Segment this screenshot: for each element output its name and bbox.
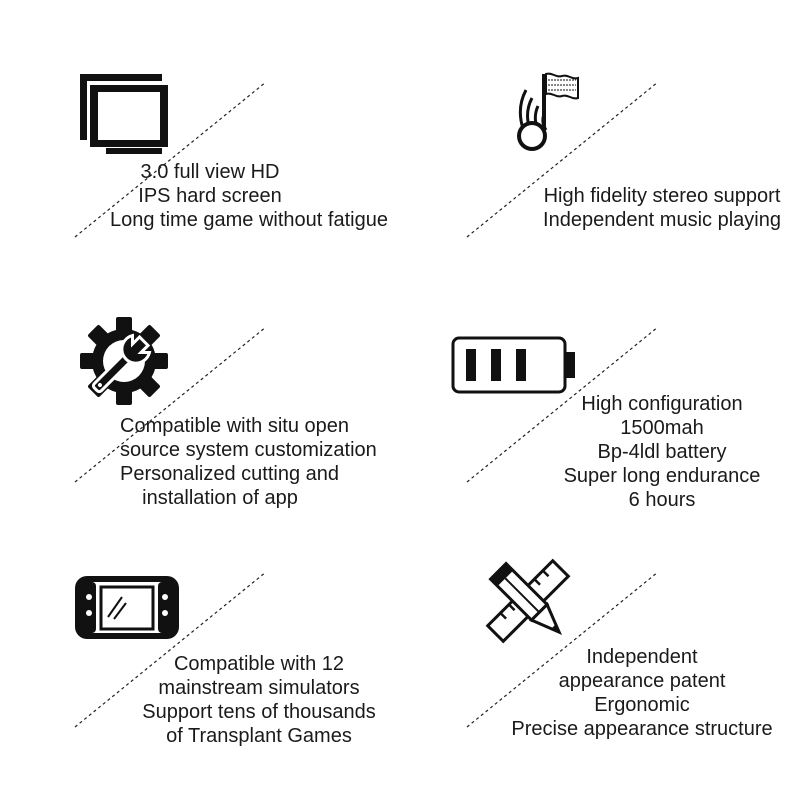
feature-text: High fidelity stereo support Independent… <box>522 184 800 232</box>
feature-text: Independent appearance patent Ergonomic … <box>502 645 782 741</box>
feature-line: Support tens of thousands <box>142 701 376 723</box>
feature-line: Long time game without fatigue <box>110 209 388 231</box>
monitor-icon <box>80 74 168 154</box>
feature-line: IPS hard screen <box>138 185 282 207</box>
feature-line: of Transplant Games <box>166 725 352 747</box>
feature-line: Personalized cutting and <box>120 463 340 485</box>
feature-line: High configuration <box>581 393 743 415</box>
feature-screen: 3.0 full view HD IPS hard screen Long ti… <box>0 60 400 320</box>
feature-simulators: Compatible with 12 mainstream simulators… <box>0 545 400 805</box>
feature-line: High fidelity stereo support <box>543 185 781 207</box>
handheld-console-icon <box>75 576 179 639</box>
feature-text: 3.0 full view HD IPS hard screen Long ti… <box>110 160 388 232</box>
feature-text: Compatible with situ open source system … <box>120 414 377 510</box>
feature-line: Bp-4ldl battery <box>597 441 727 463</box>
feature-design: Independent appearance patent Ergonomic … <box>392 545 792 805</box>
gear-wrench-icon <box>80 317 168 405</box>
feature-line: Independent music playing <box>543 209 781 231</box>
feature-text: High configuration 1500mah Bp-4ldl batte… <box>562 392 762 512</box>
feature-line: Precise appearance structure <box>511 718 773 740</box>
feature-line: Ergonomic <box>594 694 690 716</box>
feature-customization: Compatible with situ open source system … <box>0 305 400 565</box>
feature-line: source system customization <box>120 439 377 461</box>
music-note-icon <box>517 72 579 151</box>
pencil-ruler-icon <box>485 558 571 644</box>
feature-line: Independent <box>586 646 698 668</box>
feature-line: 6 hours <box>628 489 696 511</box>
feature-line: mainstream simulators <box>158 677 360 699</box>
feature-line: Compatible with 12 <box>173 653 345 675</box>
feature-line: 1500mah <box>620 417 704 439</box>
feature-line: installation of app <box>142 487 298 509</box>
feature-battery: High configuration 1500mah Bp-4ldl batte… <box>392 305 792 565</box>
feature-audio: High fidelity stereo support Independent… <box>392 60 792 320</box>
feature-line: Super long endurance <box>563 465 761 487</box>
battery-icon <box>451 336 575 394</box>
feature-text: Compatible with 12 mainstream simulators… <box>129 652 389 748</box>
feature-line: Compatible with situ open <box>120 415 350 437</box>
feature-line: appearance patent <box>558 670 726 692</box>
feature-line: 3.0 full view HD <box>140 161 280 183</box>
